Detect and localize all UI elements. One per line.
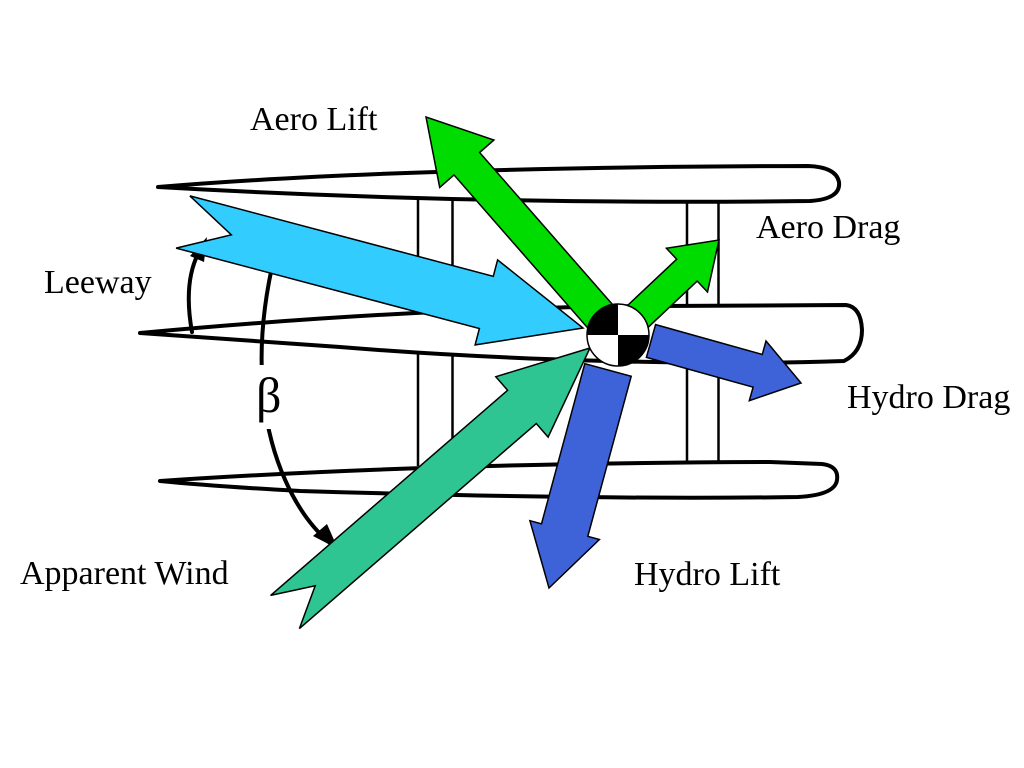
aero-lift-label: Aero Lift: [250, 101, 378, 138]
center-of-effort-marker: [586, 303, 650, 367]
marker-quadrant-top-left: [587, 304, 618, 335]
hydro-drag-arrow: [645, 323, 803, 402]
leeway-angle-arc: [186, 250, 201, 334]
hydro-drag-label: Hydro Drag: [847, 379, 1010, 416]
course-arrow: [175, 195, 585, 346]
force-arrows: [175, 115, 803, 630]
hydro-lift-arrow: [528, 362, 633, 590]
aero-drag-label: Aero Drag: [756, 209, 900, 246]
marker-quadrant-bottom-right: [618, 335, 649, 366]
aero-drag-arrow: [622, 239, 720, 332]
apparent-wind-arrow: [270, 346, 592, 630]
labels: Aero Lift Aero Drag Hydro Drag Hydro Lif…: [20, 101, 1010, 593]
apparent-wind-label: Apparent Wind: [20, 555, 229, 592]
hull-bottom: [158, 460, 840, 500]
beta-label-background: [249, 365, 291, 429]
hydro-lift-label: Hydro Lift: [634, 556, 781, 593]
aero-lift-arrow: [425, 115, 627, 344]
beta-angle-label: β: [256, 367, 281, 423]
leeway-label: Leeway: [44, 264, 152, 301]
marker-outline: [586, 303, 650, 367]
